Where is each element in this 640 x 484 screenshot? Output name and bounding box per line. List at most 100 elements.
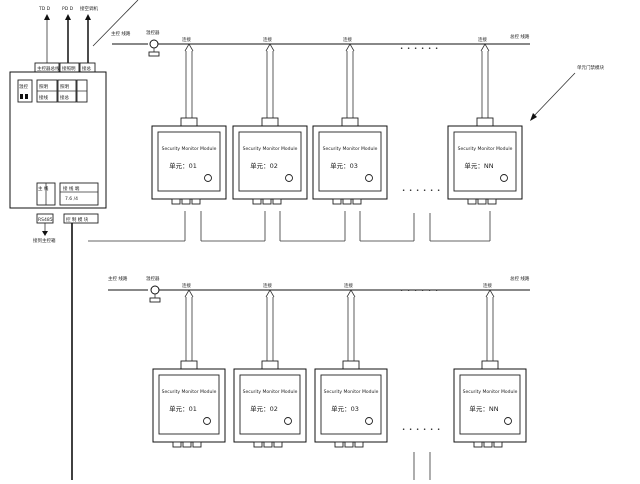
row1-switch-label: 温控器 <box>146 29 160 36</box>
lower-block-right <box>59 182 99 206</box>
device-title: Security Monitor Module <box>323 146 378 152</box>
row2-right-label: 总控 线路 <box>510 275 530 282</box>
tap-icon <box>184 43 194 52</box>
connector-bottom <box>263 441 273 448</box>
row2-left-label: 主控 线路 <box>108 275 128 282</box>
tap-label: 连接 <box>478 36 487 43</box>
connector-bottom <box>253 441 263 448</box>
side-note-pointer <box>531 72 576 119</box>
output-label-2: PD D <box>62 6 74 12</box>
bottom-output-label: 接到主控箱 <box>33 237 56 244</box>
connector-bottom <box>493 441 503 448</box>
connector-bottom <box>252 198 262 205</box>
arrow-down-icon <box>42 231 48 236</box>
connector-bottom <box>272 198 282 205</box>
row1-right-label: 总控 线路 <box>510 33 530 40</box>
connector-bottom <box>171 198 181 205</box>
module-label-3: 照明 <box>60 84 69 90</box>
connector-bottom <box>172 441 182 448</box>
row2-switch-label: 温控器 <box>146 275 160 282</box>
terminal-label-2: 接照明 <box>62 65 76 72</box>
connector-top <box>261 360 279 370</box>
indicator-led-icon <box>365 417 373 425</box>
connector-bottom <box>473 441 483 448</box>
tap-label: 连接 <box>344 282 353 289</box>
device-name: 单元：02 <box>250 404 278 413</box>
tap-label: 连接 <box>263 36 272 43</box>
bottom-terminal-label-2: 控 制 模 块 <box>66 216 89 223</box>
tap-icon <box>265 43 275 52</box>
row1-device-ellipsis: • • • • • • <box>402 188 441 194</box>
device-title: Security Monitor Module <box>162 389 217 395</box>
connector-bottom <box>273 441 283 448</box>
connector-bottom <box>262 198 272 205</box>
indicator-led-icon <box>284 417 292 425</box>
indicator-led-icon <box>203 417 211 425</box>
connector-bottom <box>344 441 354 448</box>
device-name: 单元：03 <box>330 161 358 170</box>
device-name: 单元：01 <box>169 161 197 170</box>
tap-label: 连接 <box>343 36 352 43</box>
connector-top <box>481 360 499 370</box>
indicator-led-icon <box>204 174 212 182</box>
indicator-led-icon <box>365 174 373 182</box>
connector-top <box>342 360 360 370</box>
module-label-4: 接线 <box>39 94 48 101</box>
output-label-1: TD D <box>38 6 51 12</box>
switch-icon <box>150 285 160 295</box>
tap-label: 连接 <box>182 282 191 289</box>
controller-unit: TD D PD D 接空调机 主控器总线 接照明 接总 温控 照明 照明 接线 … <box>9 0 139 480</box>
row-2: 主控 线路 温控器 总控 线路 • • • • • • 连接 Security M… <box>108 188 530 480</box>
row1-device-3: 连接 Security Monitor Module 单元：03 <box>312 36 388 205</box>
module-label-2: 照明 <box>39 84 48 90</box>
connector-bottom <box>352 198 362 205</box>
connector-bottom <box>192 441 202 448</box>
row2-device-ellipsis: • • • • • • <box>402 427 441 433</box>
connector-bottom <box>182 441 192 448</box>
row-1: 主控 线路 温控器 总控 线路 • • • • • • 单元门禁模块 连接Sec… <box>88 29 604 242</box>
tap-label: 连接 <box>483 282 492 289</box>
row1-left-label: 主控 线路 <box>111 30 131 37</box>
device-title: Security Monitor Module <box>458 146 513 152</box>
connector-bottom <box>477 198 487 205</box>
lower-left-label: 主 线 <box>38 185 49 192</box>
module-label-1: 温控 <box>19 83 28 90</box>
connector-top <box>476 117 494 127</box>
connector-bottom <box>332 198 342 205</box>
connector-top <box>261 117 279 127</box>
row1-device-4: 连接 Security Monitor Module 单元：NN <box>447 36 523 205</box>
tap-icon <box>345 43 355 52</box>
row2-ellipsis: • • • • • • <box>400 288 439 294</box>
device-panel <box>320 374 382 435</box>
switch-icon <box>149 39 159 49</box>
connector-bottom <box>191 198 201 205</box>
connector-bottom <box>354 441 364 448</box>
bottom-terminal-label-1: RS485 <box>38 217 53 223</box>
tap-icon <box>265 289 275 298</box>
tap-label: 连接 <box>182 36 191 43</box>
row1-side-note: 单元门禁模块 <box>577 64 604 71</box>
switch-base <box>149 297 161 303</box>
indicator-led-icon <box>500 174 508 182</box>
connector-bottom <box>342 198 352 205</box>
indicator-led-icon <box>285 174 293 182</box>
arrow-icon <box>530 113 537 121</box>
device-title: Security Monitor Module <box>243 146 298 152</box>
connector-bottom <box>181 198 191 205</box>
device-title: Security Monitor Module <box>324 389 379 395</box>
connector-bottom <box>487 198 497 205</box>
tap-icon <box>346 289 356 298</box>
device-name: 单元：NN <box>464 161 493 170</box>
arrow-up-icon <box>65 14 71 20</box>
connector-bottom <box>483 441 493 448</box>
pointer-line <box>92 0 139 47</box>
device-name: 单元：03 <box>331 404 359 413</box>
tap-icon <box>485 289 495 298</box>
indicator-led-icon <box>504 417 512 425</box>
